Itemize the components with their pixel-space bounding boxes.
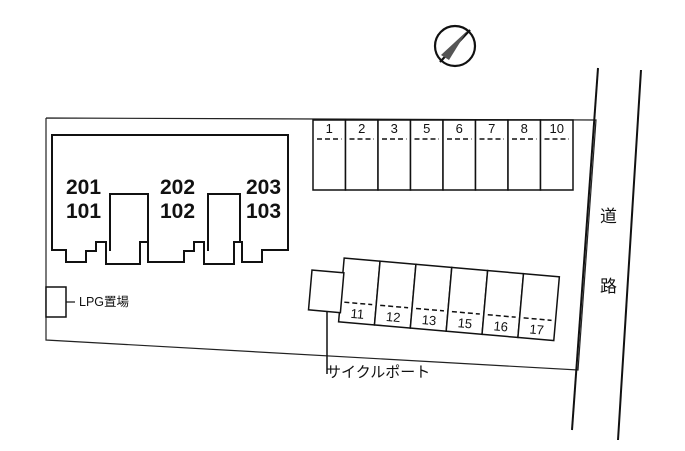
parking-number-8: 8 bbox=[521, 121, 528, 136]
parking-space-7 bbox=[474, 119, 509, 191]
cycle-port-label: サイクルポート bbox=[326, 364, 430, 381]
parking-number-17: 17 bbox=[529, 321, 545, 337]
road bbox=[571, 67, 642, 441]
parking-marker bbox=[523, 317, 552, 322]
parking-number-16: 16 bbox=[493, 318, 509, 334]
unit-102: 102 bbox=[160, 200, 195, 223]
parking-number-10: 10 bbox=[550, 121, 564, 136]
unit-202: 202 bbox=[160, 176, 195, 199]
parking-space-3 bbox=[377, 119, 412, 191]
parking-row-top: 1 2 3 5 6 7 8 10 bbox=[312, 119, 574, 191]
parking-marker bbox=[487, 313, 516, 318]
parking-number-11: 11 bbox=[350, 306, 365, 322]
unit-101: 101 bbox=[66, 200, 101, 223]
parking-row-bottom: 11 12 13 15 16 17 bbox=[337, 257, 561, 342]
parking-space-8 bbox=[507, 119, 542, 191]
parking-space-17 bbox=[517, 272, 561, 342]
parking-number-6: 6 bbox=[456, 121, 463, 136]
parking-marker bbox=[344, 301, 373, 306]
parking-number-7: 7 bbox=[488, 121, 495, 136]
lpg-storage bbox=[45, 286, 75, 318]
parking-space-5 bbox=[409, 119, 444, 191]
apartment-building bbox=[51, 134, 289, 265]
parking-space-10 bbox=[539, 119, 574, 191]
parking-marker bbox=[380, 304, 409, 309]
road-label-2: 路 bbox=[600, 277, 617, 296]
north-arrow-icon bbox=[433, 24, 477, 68]
cycle-port bbox=[307, 269, 345, 374]
parking-number-5: 5 bbox=[423, 121, 430, 136]
road-label-1: 道 bbox=[600, 207, 617, 226]
lpg-label: LPG置場 bbox=[79, 295, 129, 309]
parking-number-2: 2 bbox=[358, 121, 365, 136]
parking-number-15: 15 bbox=[457, 315, 473, 331]
parking-number-13: 13 bbox=[421, 312, 437, 328]
parking-number-3: 3 bbox=[391, 121, 398, 136]
parking-space-2 bbox=[344, 119, 379, 191]
parking-marker bbox=[451, 310, 480, 315]
unit-203: 203 bbox=[246, 176, 281, 199]
parking-number-1: 1 bbox=[326, 121, 333, 136]
unit-201: 201 bbox=[66, 176, 101, 199]
unit-103: 103 bbox=[246, 200, 281, 223]
parking-number-12: 12 bbox=[385, 309, 401, 325]
parking-marker bbox=[415, 307, 445, 312]
